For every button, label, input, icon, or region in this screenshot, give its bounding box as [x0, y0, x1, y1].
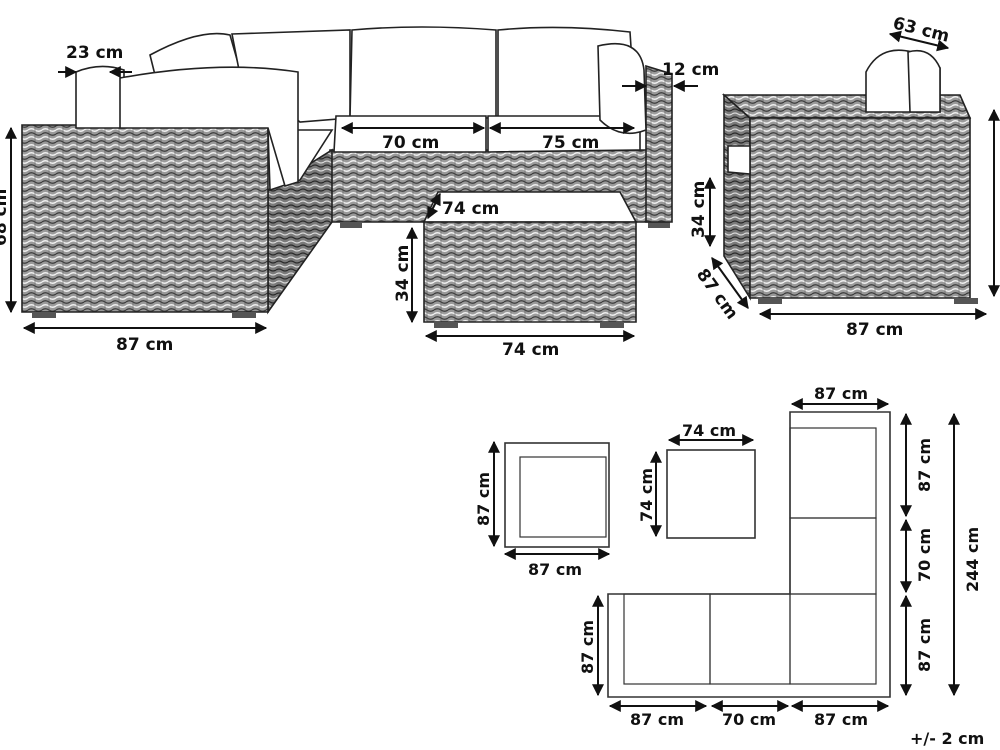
side-cushion-right: [597, 42, 647, 135]
table-height-label: 34 cm: [393, 245, 413, 302]
table-foot: [434, 322, 458, 328]
armchair-side: [723, 93, 751, 301]
plan-armchair-width-label: 87 cm: [528, 560, 582, 579]
arm-thickness-label: 12 cm: [662, 60, 719, 80]
plan-sofa-bottom-middle-label: 70 cm: [722, 710, 776, 729]
armchair-foot: [758, 298, 782, 304]
table-depth-label: 74 cm: [442, 199, 499, 219]
dimension-arrow: [888, 30, 950, 52]
plan-table-outline: [666, 449, 756, 539]
sofa-perspective-view: [21, 26, 673, 318]
sofa-right-arm: [645, 64, 673, 223]
sofa-foot: [648, 222, 670, 228]
back-cushion-front: [119, 66, 299, 188]
plan-sofa-left-height-label: 87 cm: [578, 620, 597, 674]
arm-cushion-left: [75, 65, 125, 129]
plan-armchair-seat: [519, 456, 607, 538]
armchair-seat-height-label: 34 cm: [689, 181, 709, 238]
armchair-front: [749, 117, 971, 299]
table-dimensions: 74 cm 34 cm 74 cm: [393, 192, 636, 360]
table-width-label: 74 cm: [502, 340, 559, 360]
armchair-width-label: 87 cm: [846, 320, 903, 340]
plan-armchair-height-label: 87 cm: [474, 472, 493, 526]
plan-table-height-label: 74 cm: [637, 468, 656, 522]
plan-sofa-bottom-left-label: 87 cm: [630, 710, 684, 729]
sofa-foot: [32, 312, 56, 318]
back-cushion-center: [349, 26, 497, 119]
sofa-foot: [232, 312, 256, 318]
plan-corner-sofa: 87 cm 87 cm 70 cm 87 cm 244 cm 87 cm 87 …: [578, 384, 982, 729]
armchair-seat-cushion: [727, 145, 751, 175]
arm-cushion-width-label: 23 cm: [66, 43, 123, 63]
plan-sofa-seat: [709, 593, 791, 685]
plan-table-width-label: 74 cm: [682, 421, 736, 440]
dimension-arrow: [711, 257, 749, 309]
seat-width-right-label: 75 cm: [542, 133, 599, 153]
plan-sofa-right-bottom-label: 87 cm: [915, 618, 934, 672]
armchair-back-cushion: [907, 49, 941, 113]
plan-sofa-right-top-label: 87 cm: [915, 438, 934, 492]
plan-armchair-outline: [504, 442, 610, 548]
plan-sofa-total-label: 244 cm: [963, 527, 982, 592]
dimension-arrow: [427, 192, 441, 220]
table-perspective-view: [422, 191, 638, 328]
table-foot: [600, 322, 624, 328]
sofa-dimensions: 23 cm 70 cm 75 cm 12 cm 68 cm 87 cm: [0, 43, 719, 355]
plan-armchair: 87 cm 87 cm: [474, 440, 611, 579]
armchair-foot: [954, 298, 978, 304]
sofa-left-block: [21, 124, 269, 313]
sofa-height-label: 68 cm: [0, 189, 11, 246]
plan-table: 74 cm 74 cm: [637, 421, 756, 539]
armchair-perspective-view: [721, 49, 978, 304]
plan-sofa-top-width-label: 87 cm: [814, 384, 868, 403]
tolerance-note: +/- 2 cm: [910, 729, 984, 748]
sofa-depth-label: 87 cm: [116, 335, 173, 355]
table-base: [423, 221, 637, 323]
plan-sofa-bottom-right-label: 87 cm: [814, 710, 868, 729]
sofa-foot: [340, 222, 362, 228]
seat-width-middle-label: 70 cm: [382, 133, 439, 153]
plan-sofa-right-middle-label: 70 cm: [915, 528, 934, 582]
